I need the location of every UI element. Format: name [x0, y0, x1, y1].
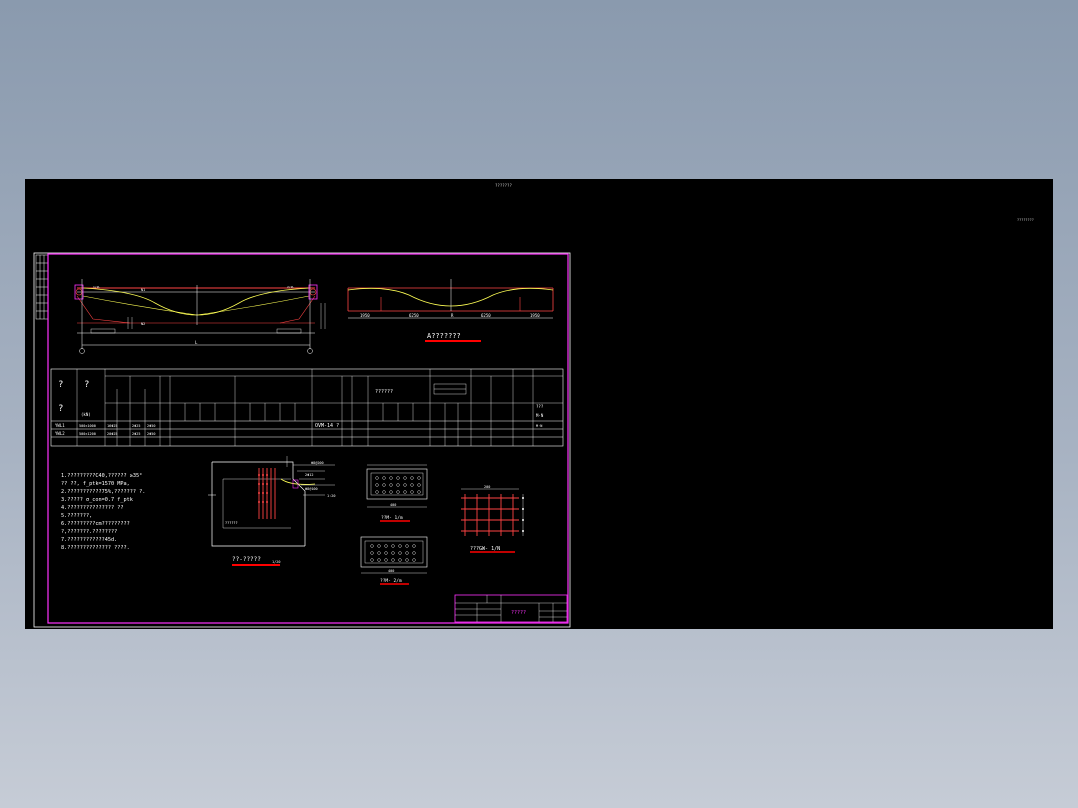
general-notes: 1.?????????C40,?????? ≥35° ?? ??, f_ptk=…	[61, 473, 145, 551]
detail-scale: 1/20	[272, 560, 280, 564]
detail-label-4: ??????	[225, 521, 238, 525]
detail-label-2: 2Φ12	[305, 473, 313, 477]
table-row1-label: YWL1	[55, 423, 65, 428]
note-6b: ?,???????.????????	[61, 529, 117, 535]
plan-dim-1: 1950	[360, 313, 370, 318]
anchor1-dim: 400	[390, 503, 396, 507]
elevation-span-label: L	[195, 340, 198, 345]
title-block: ?????	[454, 594, 568, 623]
anchor-plate-2: 400 ??M- 2/m	[360, 536, 428, 585]
table-q-3: ?	[84, 380, 89, 390]
table-row2-cell4: 2Φ50	[147, 432, 155, 436]
table-anchor-type: OVM-14 ?	[315, 423, 339, 429]
elevation-label-full: 2/2L	[287, 285, 294, 289]
viewport-title: ???????	[495, 183, 512, 188]
note-8: 8.?????????????? ????.	[61, 545, 130, 551]
table-row2-cell3: 2Φ25	[132, 432, 140, 436]
note-1b: ?? ??, f_ptk=1570 MPa,	[61, 481, 130, 487]
table-row1-cell4: 2Φ50	[147, 424, 155, 428]
rebar-mesh: 200 ???GW- 1/N	[461, 485, 524, 553]
note-7: 7.????????????45d.	[61, 537, 117, 543]
joint-detail: Φ8@200 2Φ12 Φ8@100 ?????? 1:20 ??-????? …	[208, 456, 335, 566]
note-4: 4.??????????????? ??	[61, 505, 123, 511]
binding-strip	[35, 254, 49, 320]
note-6: 6.?????????cm?????????	[61, 521, 130, 527]
title-block-drawing-name: ?????	[511, 610, 526, 616]
mesh-title: ???GW- 1/N	[470, 546, 500, 552]
plan-title: A???????	[427, 332, 461, 340]
table-row1-mn: M·N	[536, 424, 542, 428]
note-5: 5.???????,	[61, 513, 92, 519]
plan-dim-4: 6250	[481, 313, 491, 318]
detail-title: ??-?????	[232, 556, 261, 563]
anchor2-dim: 400	[388, 569, 394, 573]
sheet-outer-frame	[33, 252, 571, 628]
anchor2-title: ??M- 2/m	[380, 578, 402, 584]
tendon-schedule-table: ?????? (kN) ??? M·N ? ? ? YWL1 500×1000 …	[50, 368, 564, 447]
table-row1-cell1: 500×1000	[79, 424, 96, 428]
table-header-group: ??????	[375, 389, 393, 395]
note-2: 2.???????????75%,??????? ?.	[61, 489, 145, 495]
elevation-label-n1: N1	[141, 288, 145, 292]
table-row2-cell2: 20Φ25	[107, 432, 118, 436]
table-row2-cell1: 500×1200	[79, 432, 96, 436]
table-header-mn: M·N	[536, 413, 544, 418]
sheet-drawing-frame	[47, 253, 569, 624]
table-q-1: ?	[58, 380, 63, 390]
cad-model-viewport[interactable]: ??????? ????????	[25, 179, 1053, 629]
anchor1-title: ??M- 1/m	[381, 515, 403, 521]
elevation-label-half: 1/2L	[93, 285, 100, 289]
plan-dim-5: 1950	[530, 313, 540, 318]
detail-label-1: Φ8@200	[311, 461, 324, 465]
table-row1-cell2: 16Φ25	[107, 424, 118, 428]
beam-elevation: N1 N2 L 1/2L 2/2L	[74, 279, 326, 354]
table-row2-label: YWL2	[55, 431, 65, 436]
note-3: 3.????? σ_con=0.7 f_ptk	[61, 497, 134, 503]
tendon-layout-plan: 1950 6250 R 6250 1950 A???????	[347, 279, 554, 342]
table-q-2: ?	[58, 404, 63, 414]
table-row1-cell3: 2Φ25	[132, 424, 140, 428]
table-header-right: ???	[536, 404, 544, 409]
plan-dim-2: 6250	[409, 313, 419, 318]
note-1: 1.?????????C40,?????? ≥35°	[61, 473, 142, 479]
viewport-corner-text: ????????	[1017, 218, 1034, 222]
cad-drawing-canvas: ??????? ????????	[33, 183, 1034, 628]
mesh-dim: 200	[484, 485, 490, 489]
table-header-unit: (kN)	[81, 412, 91, 417]
detail-label-3: Φ8@100	[305, 487, 318, 491]
plan-dim-3: R	[451, 313, 454, 318]
elevation-label-n2: N2	[141, 322, 145, 326]
anchor-plate-1: 400 ??M- 1/m	[366, 464, 428, 522]
detail-label-5: 1:20	[327, 494, 335, 498]
